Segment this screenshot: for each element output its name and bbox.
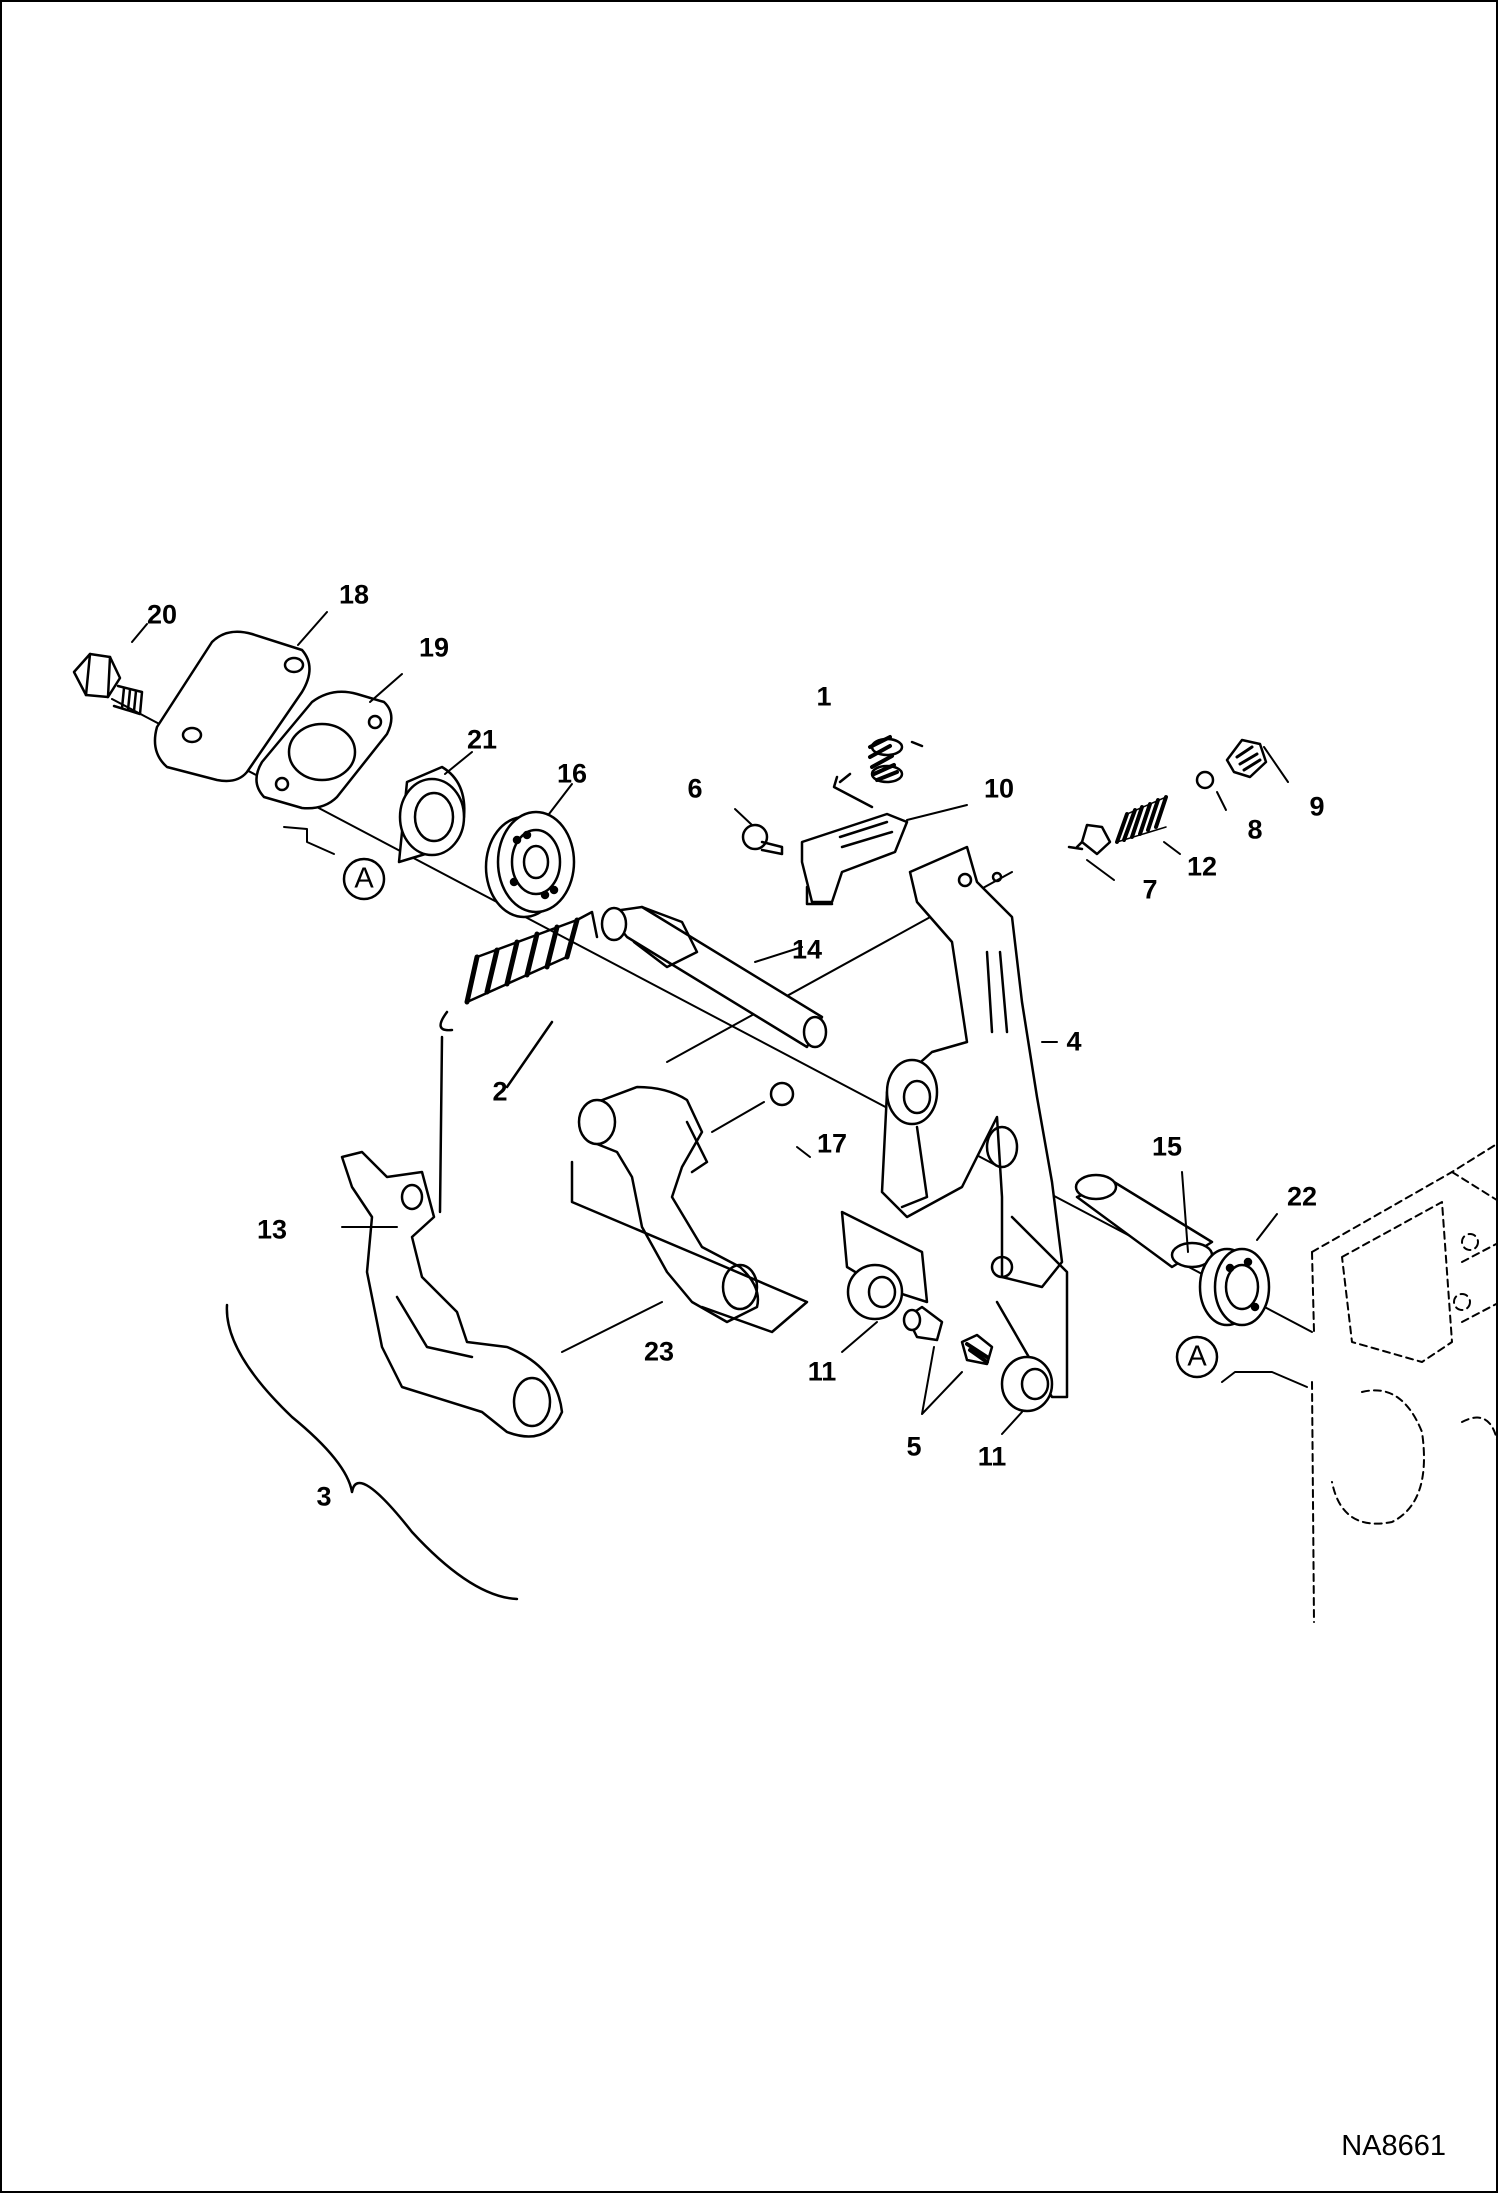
callout-5: 5 — [906, 1431, 922, 1462]
callout-10: 10 — [983, 773, 1015, 804]
bearing-part-16 — [484, 810, 576, 919]
callout-3: 3 — [316, 1481, 332, 1512]
spring-part-1 — [832, 735, 924, 809]
ref-a-leader-lower — [1221, 1371, 1308, 1388]
ref-a-leader-upper — [283, 826, 335, 855]
callout-16: 16 — [556, 758, 588, 789]
callout-15: 15 — [1151, 1131, 1183, 1162]
spring-part-12 — [1115, 795, 1168, 844]
ball-part-8 — [1195, 770, 1215, 790]
callout-14: 14 — [791, 934, 823, 965]
engine-block-outline — [1311, 1143, 1496, 1623]
pins-part-5 — [902, 1305, 994, 1415]
callout-9: 9 — [1309, 791, 1325, 822]
bushing-part-11-lower — [1000, 1355, 1054, 1413]
plane-11-outline — [840, 1210, 929, 1304]
callout-1: 1 — [816, 681, 832, 712]
callout-21: 21 — [466, 724, 498, 755]
callout-4: 4 — [1066, 1026, 1082, 1057]
callout-12: 12 — [1186, 851, 1218, 882]
plate-part-4 — [880, 845, 1064, 1289]
ref-a-circle-upper — [342, 857, 386, 901]
callout-18: 18 — [338, 579, 370, 610]
plane-23-outline — [570, 1160, 809, 1334]
bushing-part-11-upper — [846, 1263, 904, 1321]
gasket-part-19 — [255, 690, 393, 810]
callout-leaders — [131, 611, 1289, 1435]
bracket-part-10 — [800, 812, 909, 906]
screw-part-9 — [1225, 738, 1268, 779]
leader-to-23 — [561, 1301, 663, 1353]
bushing-part-15 — [1074, 1173, 1214, 1269]
callout-22: 22 — [1286, 1181, 1318, 1212]
brace-part-3 — [225, 1303, 519, 1601]
callout-13: 13 — [256, 1214, 288, 1245]
callout-11-lower: 11 — [977, 1441, 1007, 1472]
spring-part-2 — [438, 910, 599, 1214]
plate-part-18 — [153, 630, 311, 783]
callout-2: 2 — [492, 1076, 508, 1107]
drawing-code: NA8661 — [1341, 2130, 1446, 2162]
callout-8: 8 — [1247, 814, 1263, 845]
ref-a-label-upper: A — [354, 862, 374, 895]
callout-7: 7 — [1142, 874, 1158, 905]
shaft-part-14 — [600, 905, 828, 1049]
seal-part-21 — [397, 765, 466, 864]
callout-17: 17 — [816, 1128, 848, 1159]
bolt-part-20 — [72, 652, 144, 716]
callout-6: 6 — [687, 773, 703, 804]
screw-part-6 — [741, 823, 784, 856]
callout-19: 19 — [418, 632, 450, 663]
callout-23: 23 — [643, 1336, 675, 1367]
ref-a-circle-lower — [1175, 1335, 1219, 1379]
callout-20: 20 — [146, 599, 178, 630]
lever-part-13 — [340, 1150, 564, 1438]
needle-part-7 — [1067, 823, 1112, 856]
bearing-part-22 — [1198, 1247, 1271, 1327]
callout-11-upper: 11 — [807, 1356, 837, 1387]
ref-a-label-lower: A — [1187, 1340, 1207, 1373]
ball-part-17 — [711, 1081, 795, 1133]
bracket-part-23 — [577, 1085, 760, 1324]
